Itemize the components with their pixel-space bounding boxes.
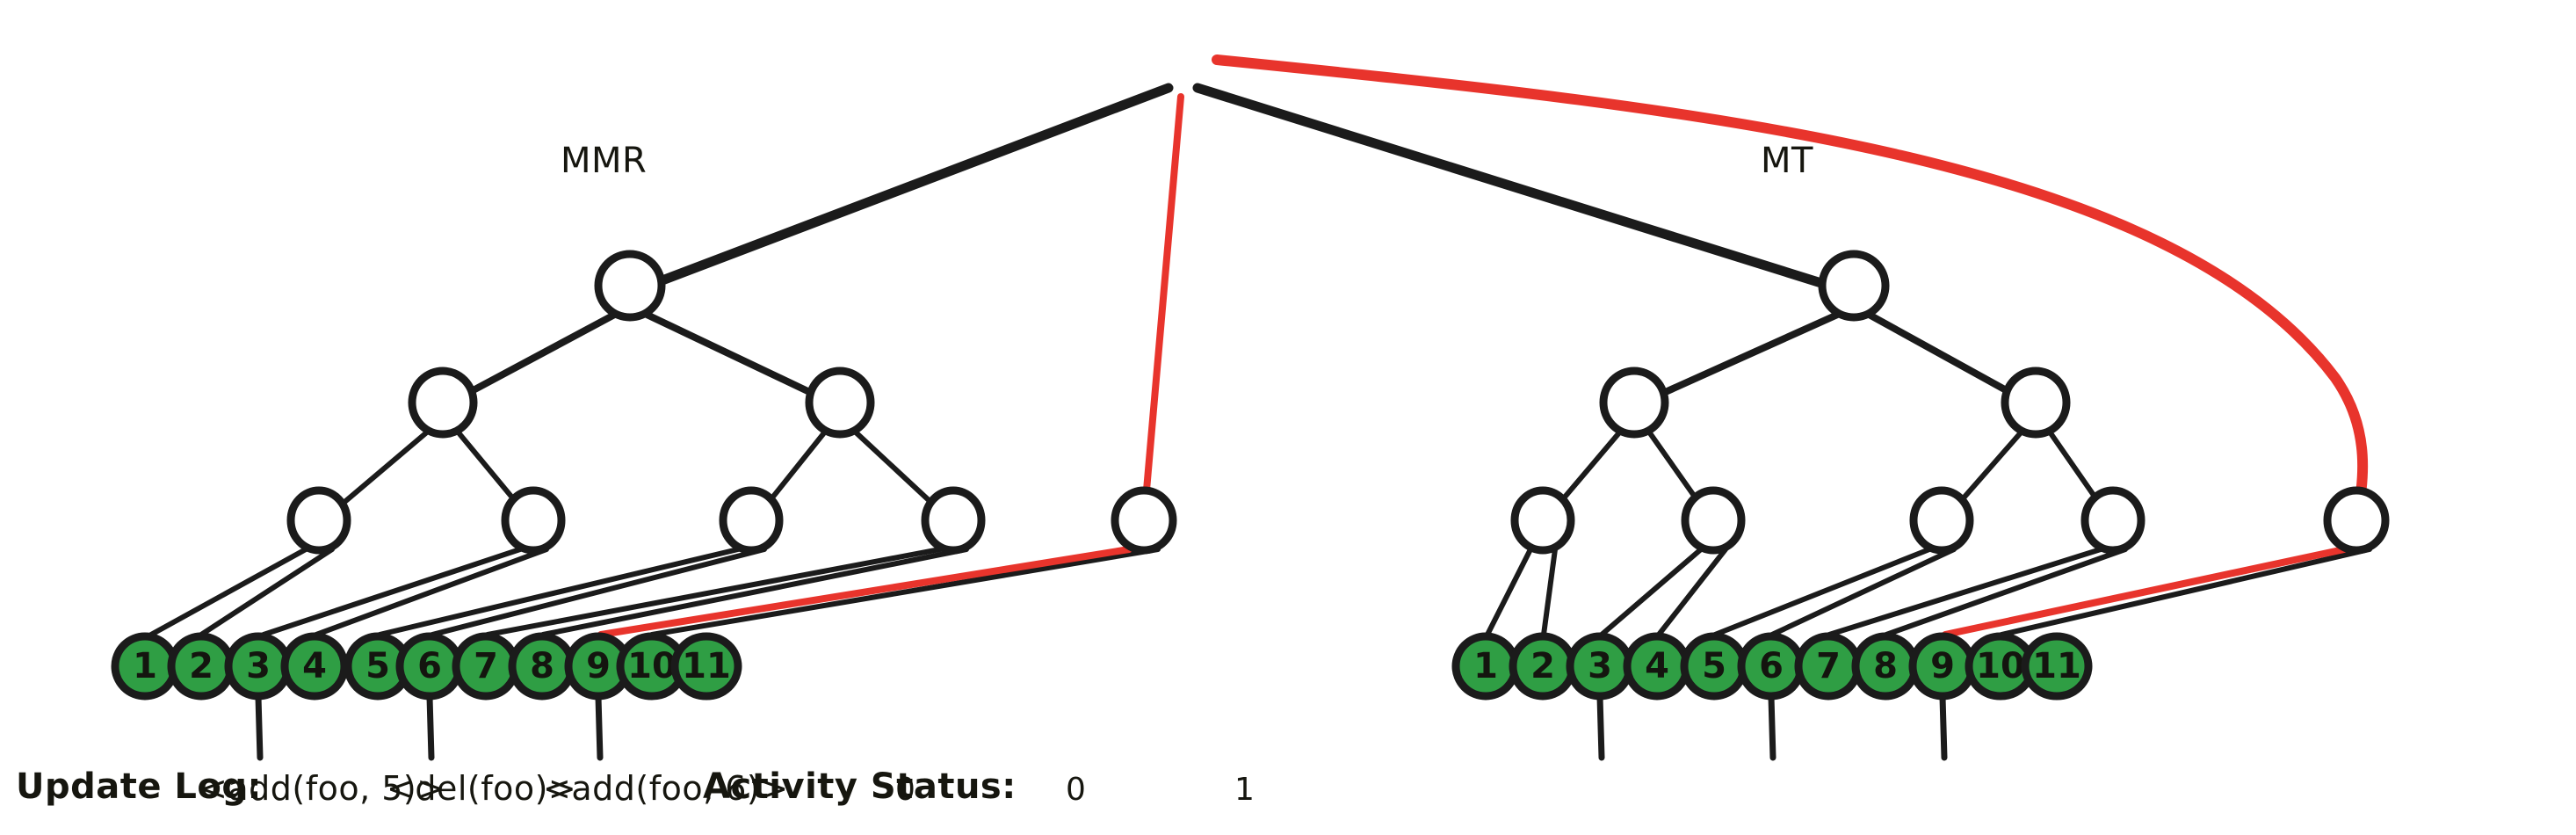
edge-mt-l3d-leaf7 [1827, 547, 2103, 637]
mmr-leaf-1-label: 1 [133, 646, 157, 686]
mt-node-level3-a [1510, 486, 1575, 555]
edge-mmr-l3b-leaf4 [314, 547, 549, 637]
mmr-leaf-2-label: 2 [189, 646, 213, 686]
activity-status-value-2: 0 [1066, 772, 1087, 808]
edge-root-to-mt-leaf9-highlight [1212, 54, 2369, 526]
mmr-leaf-7-label: 7 [474, 646, 498, 686]
mt-tick-leaf-6 [1768, 693, 1776, 761]
edge-mmr-l3a-leaf2 [199, 547, 335, 637]
mmr-node-level3-b [501, 486, 566, 555]
mmr-leaf-4-label: 4 [302, 646, 327, 686]
mt-leaf-10-label: 10 [1976, 646, 2025, 686]
mt-leaf-9-label: 9 [1930, 646, 1955, 686]
mmr-leaf-10-label: 10 [627, 646, 677, 686]
mt-leaf-1-label: 1 [1473, 646, 1498, 686]
edge-mmr-l3d-leaf8 [540, 547, 969, 637]
update-log-entry-3: <add(foo, 6)> [543, 769, 789, 808]
edge-mmr-root-to-l3e-highlight [1140, 93, 1184, 524]
mmr-node-level3-a [286, 486, 351, 555]
edge-mt-l3a-leaf1 [1485, 547, 1533, 637]
mt-node-level3-e [2323, 486, 2390, 555]
edge-mmr-l3c-leaf5 [377, 547, 741, 637]
mmr-node-level1 [594, 250, 666, 322]
mt-tree-label: MT [1761, 141, 1813, 181]
mt-leaf-11-label: 11 [2032, 646, 2081, 686]
mt-leaf-5-label: 5 [1702, 646, 1726, 686]
mt-leaf-11 [2021, 632, 2093, 701]
right-tree-mt: 1 2 3 4 5 6 7 8 9 10 11 [1212, 54, 2390, 761]
mmr-leaf-row: 1 2 3 4 5 6 7 8 9 10 11 [111, 632, 742, 701]
mmr-tick-leaf-6 [426, 693, 435, 761]
mt-leaf-6-label: 6 [1759, 646, 1784, 686]
mmr-node-level3-e [1111, 486, 1177, 555]
mt-leaf-row: 1 2 3 4 5 6 7 8 9 10 11 [1451, 632, 2093, 701]
update-log-caption: Update Log: [16, 766, 263, 807]
mt-node-level1 [1818, 250, 1890, 322]
mmr-tree-label: MMR [561, 141, 648, 181]
mmr-node-level3-c [719, 486, 784, 555]
activity-status-value-3: 1 [1234, 772, 1255, 808]
mt-leaf-7-label: 7 [1816, 646, 1841, 686]
mmr-node-level2-a [408, 367, 478, 439]
mmr-node-level2-b [805, 367, 875, 439]
edge-mmr-l3e-leaf9-highlight [597, 546, 1132, 638]
mmr-leaf-8-label: 8 [530, 646, 554, 686]
activity-status-value-1: 0 [895, 772, 916, 808]
edge-mt-l3b-leaf4 [1656, 547, 1728, 637]
edge-mt-l1-l2-left [1631, 309, 1847, 410]
mt-node-level2-b [2001, 367, 2071, 439]
edge-mmr-l1-l2-right [638, 309, 843, 410]
mmr-tick-leaf-9 [595, 693, 604, 761]
mmr-leaf-11-label: 11 [682, 646, 731, 686]
mmr-leaf-9-label: 9 [586, 646, 611, 686]
mt-tick-leaf-9 [1939, 693, 1948, 761]
mmr-leaf-6-label: 6 [417, 646, 442, 686]
edge-mmr-l3c-leaf6 [430, 547, 767, 637]
edge-mmr-l3b-leaf3 [261, 547, 523, 637]
edge-mt-l3a-leaf2 [1541, 547, 1558, 637]
update-log-entry-1: <add(foo, 5)> [199, 769, 445, 808]
mt-node-level3-b [1681, 486, 1746, 555]
edge-mt-l3e-leaf9-highlight [1942, 546, 2348, 638]
mt-leaf-3-label: 3 [1588, 646, 1612, 686]
mmr-node-level3-d [921, 486, 986, 555]
edge-mmr-l3d-leaf7 [485, 547, 943, 637]
edge-root-to-mmr [625, 83, 1174, 298]
mt-leaf-4-label: 4 [1645, 646, 1669, 686]
mt-leaf-8-label: 8 [1873, 646, 1898, 686]
mt-leaf-2-label: 2 [1530, 646, 1555, 686]
mt-node-level2-a [1599, 367, 1669, 439]
mmr-leaf-3-label: 3 [246, 646, 271, 686]
mt-tick-leaf-3 [1596, 693, 1605, 761]
edge-mmr-l3a-leaf1 [148, 547, 308, 637]
left-tree-mmr: 1 2 3 4 5 6 7 8 9 10 11 [111, 93, 1184, 761]
edge-mt-l3c-leaf6 [1769, 547, 1957, 637]
root-edges [625, 83, 1857, 298]
edge-mt-l3c-leaf5 [1712, 547, 1932, 637]
mmr-leaf-5-label: 5 [365, 646, 390, 686]
edge-mt-l3d-leaf8 [1884, 547, 2128, 637]
mmr-tick-leaf-3 [255, 693, 264, 761]
mt-node-level3-c [1909, 486, 1974, 555]
activity-status-caption: Activity Status: [703, 766, 1017, 807]
edge-mt-l3b-leaf3 [1599, 547, 1704, 637]
mt-node-level3-d [2080, 486, 2145, 555]
edge-mt-l3e-leaf10 [1999, 547, 2372, 637]
mmr-leaf-11 [670, 632, 742, 701]
edge-root-to-mt [1192, 83, 1857, 298]
edge-mmr-l3e-leaf10 [649, 547, 1161, 637]
update-log-entry-2: <del(foo)> [387, 769, 577, 808]
